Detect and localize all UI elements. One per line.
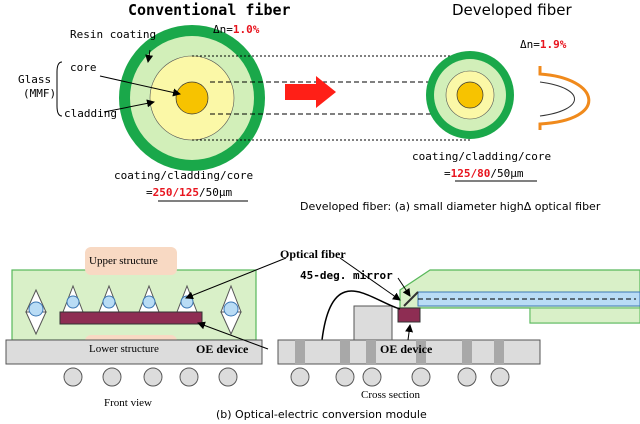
optical-fiber-label: Optical fiber	[280, 247, 346, 261]
bond-wire	[321, 290, 401, 341]
label-leaders	[56, 49, 181, 117]
front-substrate	[5, 339, 263, 365]
caption-a: Developed fiber: (a) small diameter high…	[300, 200, 601, 213]
mirror-45deg	[403, 291, 419, 307]
cross-chip-block	[353, 305, 393, 343]
developed-dims: =125/80/50μm	[444, 168, 524, 179]
oe-device-front-bar	[59, 311, 203, 325]
developed-dn-label: Δn=	[520, 38, 540, 51]
upper-structure-label: Upper structure	[89, 255, 158, 267]
developed-core	[456, 81, 484, 109]
oe-device-cross-block	[397, 307, 421, 323]
upper-structure-box	[85, 247, 177, 275]
developed-fiber-bend	[538, 66, 591, 130]
conventional-dn-label: Δn=	[213, 23, 233, 36]
conventional-core	[175, 81, 209, 115]
developed-dims-caption: coating/cladding/core	[412, 150, 552, 163]
conventional-dims-eq: =	[146, 186, 153, 199]
fiber-projection-lines	[192, 55, 470, 141]
developed-dn-value: 1.9%	[539, 38, 567, 51]
conventional-dims-core: /50μm	[198, 186, 233, 199]
developed-dims-core: /50μm	[490, 167, 524, 180]
oe-device-cross-label: OE device	[380, 342, 433, 356]
conventional-dn-value: 1.0%	[232, 23, 260, 36]
mirror-label: 45-deg. mirror	[300, 269, 393, 282]
conventional-dims-main: 250/125	[152, 186, 199, 199]
developed-fiber-title: Developed fiber	[452, 1, 572, 19]
developed-dn: Δn=1.9%	[520, 39, 566, 50]
caption-b: (b) Optical-electric conversion module	[216, 408, 427, 421]
conventional-dims-caption: coating/cladding/core	[114, 169, 254, 182]
front-module-body	[11, 269, 257, 341]
front-view-module	[5, 247, 263, 387]
cross-section-label: Cross section	[361, 389, 420, 401]
mmf-label: (MMF)	[23, 87, 57, 100]
conventional-fiber-crosssection	[119, 25, 265, 171]
conventional-fiber-title: Conventional fiber	[128, 1, 291, 19]
front-view-label: Front view	[104, 397, 152, 409]
conventional-dn: Δn=1.0%	[213, 24, 259, 35]
developed-dims-main: 125/80	[450, 167, 491, 180]
developed-fiber-bend-inner	[539, 81, 575, 117]
oe-device-front-label: OE device	[196, 342, 249, 356]
developed-fiber-crosssection	[426, 51, 514, 139]
lower-structure-label: Lower structure	[89, 343, 159, 355]
conventional-dims: =250/125/50μm	[146, 187, 232, 198]
developed-dims-eq: =	[444, 167, 451, 180]
resin-coating-label: Resin coating	[70, 28, 157, 41]
core-label: core	[70, 61, 97, 74]
bottom-leaders	[185, 257, 414, 350]
cross-section-module	[277, 269, 640, 387]
glass-label: Glass	[18, 73, 52, 86]
cladding-label: cladding	[64, 107, 117, 120]
transfer-arrow	[285, 76, 336, 108]
